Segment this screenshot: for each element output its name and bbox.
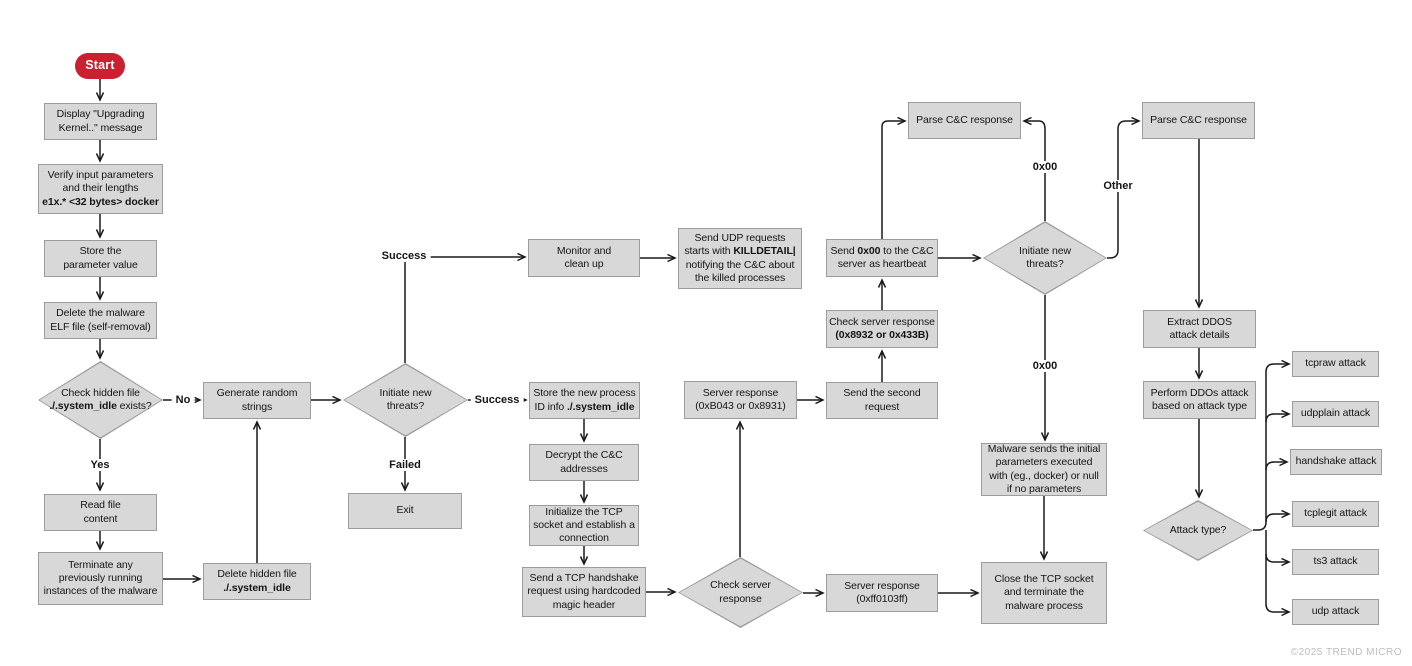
node-ts3-attack: ts3 attack — [1292, 549, 1379, 575]
connector-line — [1265, 414, 1289, 423]
edge-label-yes: Yes — [86, 459, 114, 471]
connector-line — [881, 121, 905, 239]
decision-attack-type: Attack type? — [1143, 500, 1253, 561]
connector-line — [1253, 364, 1289, 531]
connector-line — [404, 257, 525, 363]
start-node: Start — [75, 53, 125, 79]
connector-line — [1265, 530, 1289, 612]
edge-label-success-top: Success — [377, 250, 431, 262]
node-tcpraw-attack: tcpraw attack — [1292, 351, 1379, 377]
node-server-response-0xff0103ff: Server response(0xff0103ff) — [826, 574, 938, 612]
node-delete-hidden-file: Delete hidden file./.system_idle — [203, 563, 311, 600]
connector-line — [1265, 514, 1289, 523]
node-udpplain-attack: udpplain attack — [1292, 401, 1379, 427]
edge-label-0x00-down: 0x00 — [1028, 360, 1062, 372]
node-parse-cc-response-1: Parse C&C response — [908, 102, 1021, 139]
edge-label-no: No — [171, 394, 195, 406]
node-handshake-attack: handshake attack — [1290, 449, 1382, 475]
node-parse-cc-response-2: Parse C&C response — [1142, 102, 1255, 139]
connector-line — [1024, 121, 1046, 221]
edge-label-0x00-top: 0x00 — [1028, 161, 1062, 173]
connector-line — [1265, 462, 1287, 471]
node-server-response-0xb043: Server response(0xB043 or 0x8931) — [684, 381, 797, 419]
copyright-text: ©2025 TREND MICRO — [1290, 647, 1402, 658]
node-exit: Exit — [348, 493, 462, 529]
node-udp-attack: udp attack — [1292, 599, 1379, 625]
decision-check-hidden-file: Check hidden file./.system_idle exists? — [38, 361, 163, 439]
connector-line — [1265, 553, 1289, 562]
edge-label-success-right: Success — [470, 394, 524, 406]
edge-label-other: Other — [1099, 180, 1137, 192]
edge-label-failed: Failed — [385, 459, 425, 471]
node-tcplegit-attack: tcplegit attack — [1292, 501, 1379, 527]
node-check-server-response-0x8932: Check server response(0x8932 or 0x433B) — [826, 310, 938, 348]
